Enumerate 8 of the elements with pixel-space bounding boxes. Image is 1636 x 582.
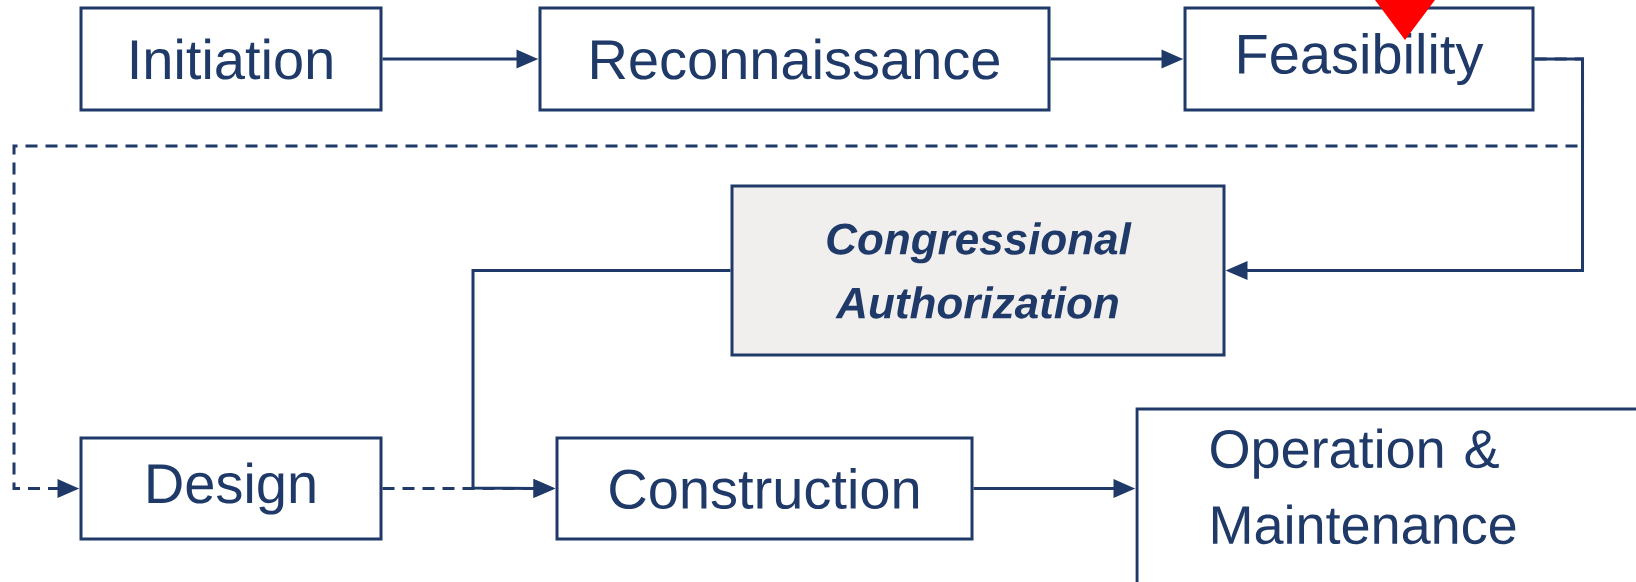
process-box: Design (79, 436, 383, 541)
process-box: Feasibility (1183, 6, 1535, 112)
arrow (12, 57, 1584, 498)
process-box: Initiation (79, 6, 383, 112)
process-box: Construction (555, 436, 974, 541)
process-box: Operation & Maintenance (1135, 407, 1636, 582)
highlighted-process-box: Congressional Authorization (730, 184, 1226, 357)
process-box: Reconnaissance (538, 6, 1051, 112)
